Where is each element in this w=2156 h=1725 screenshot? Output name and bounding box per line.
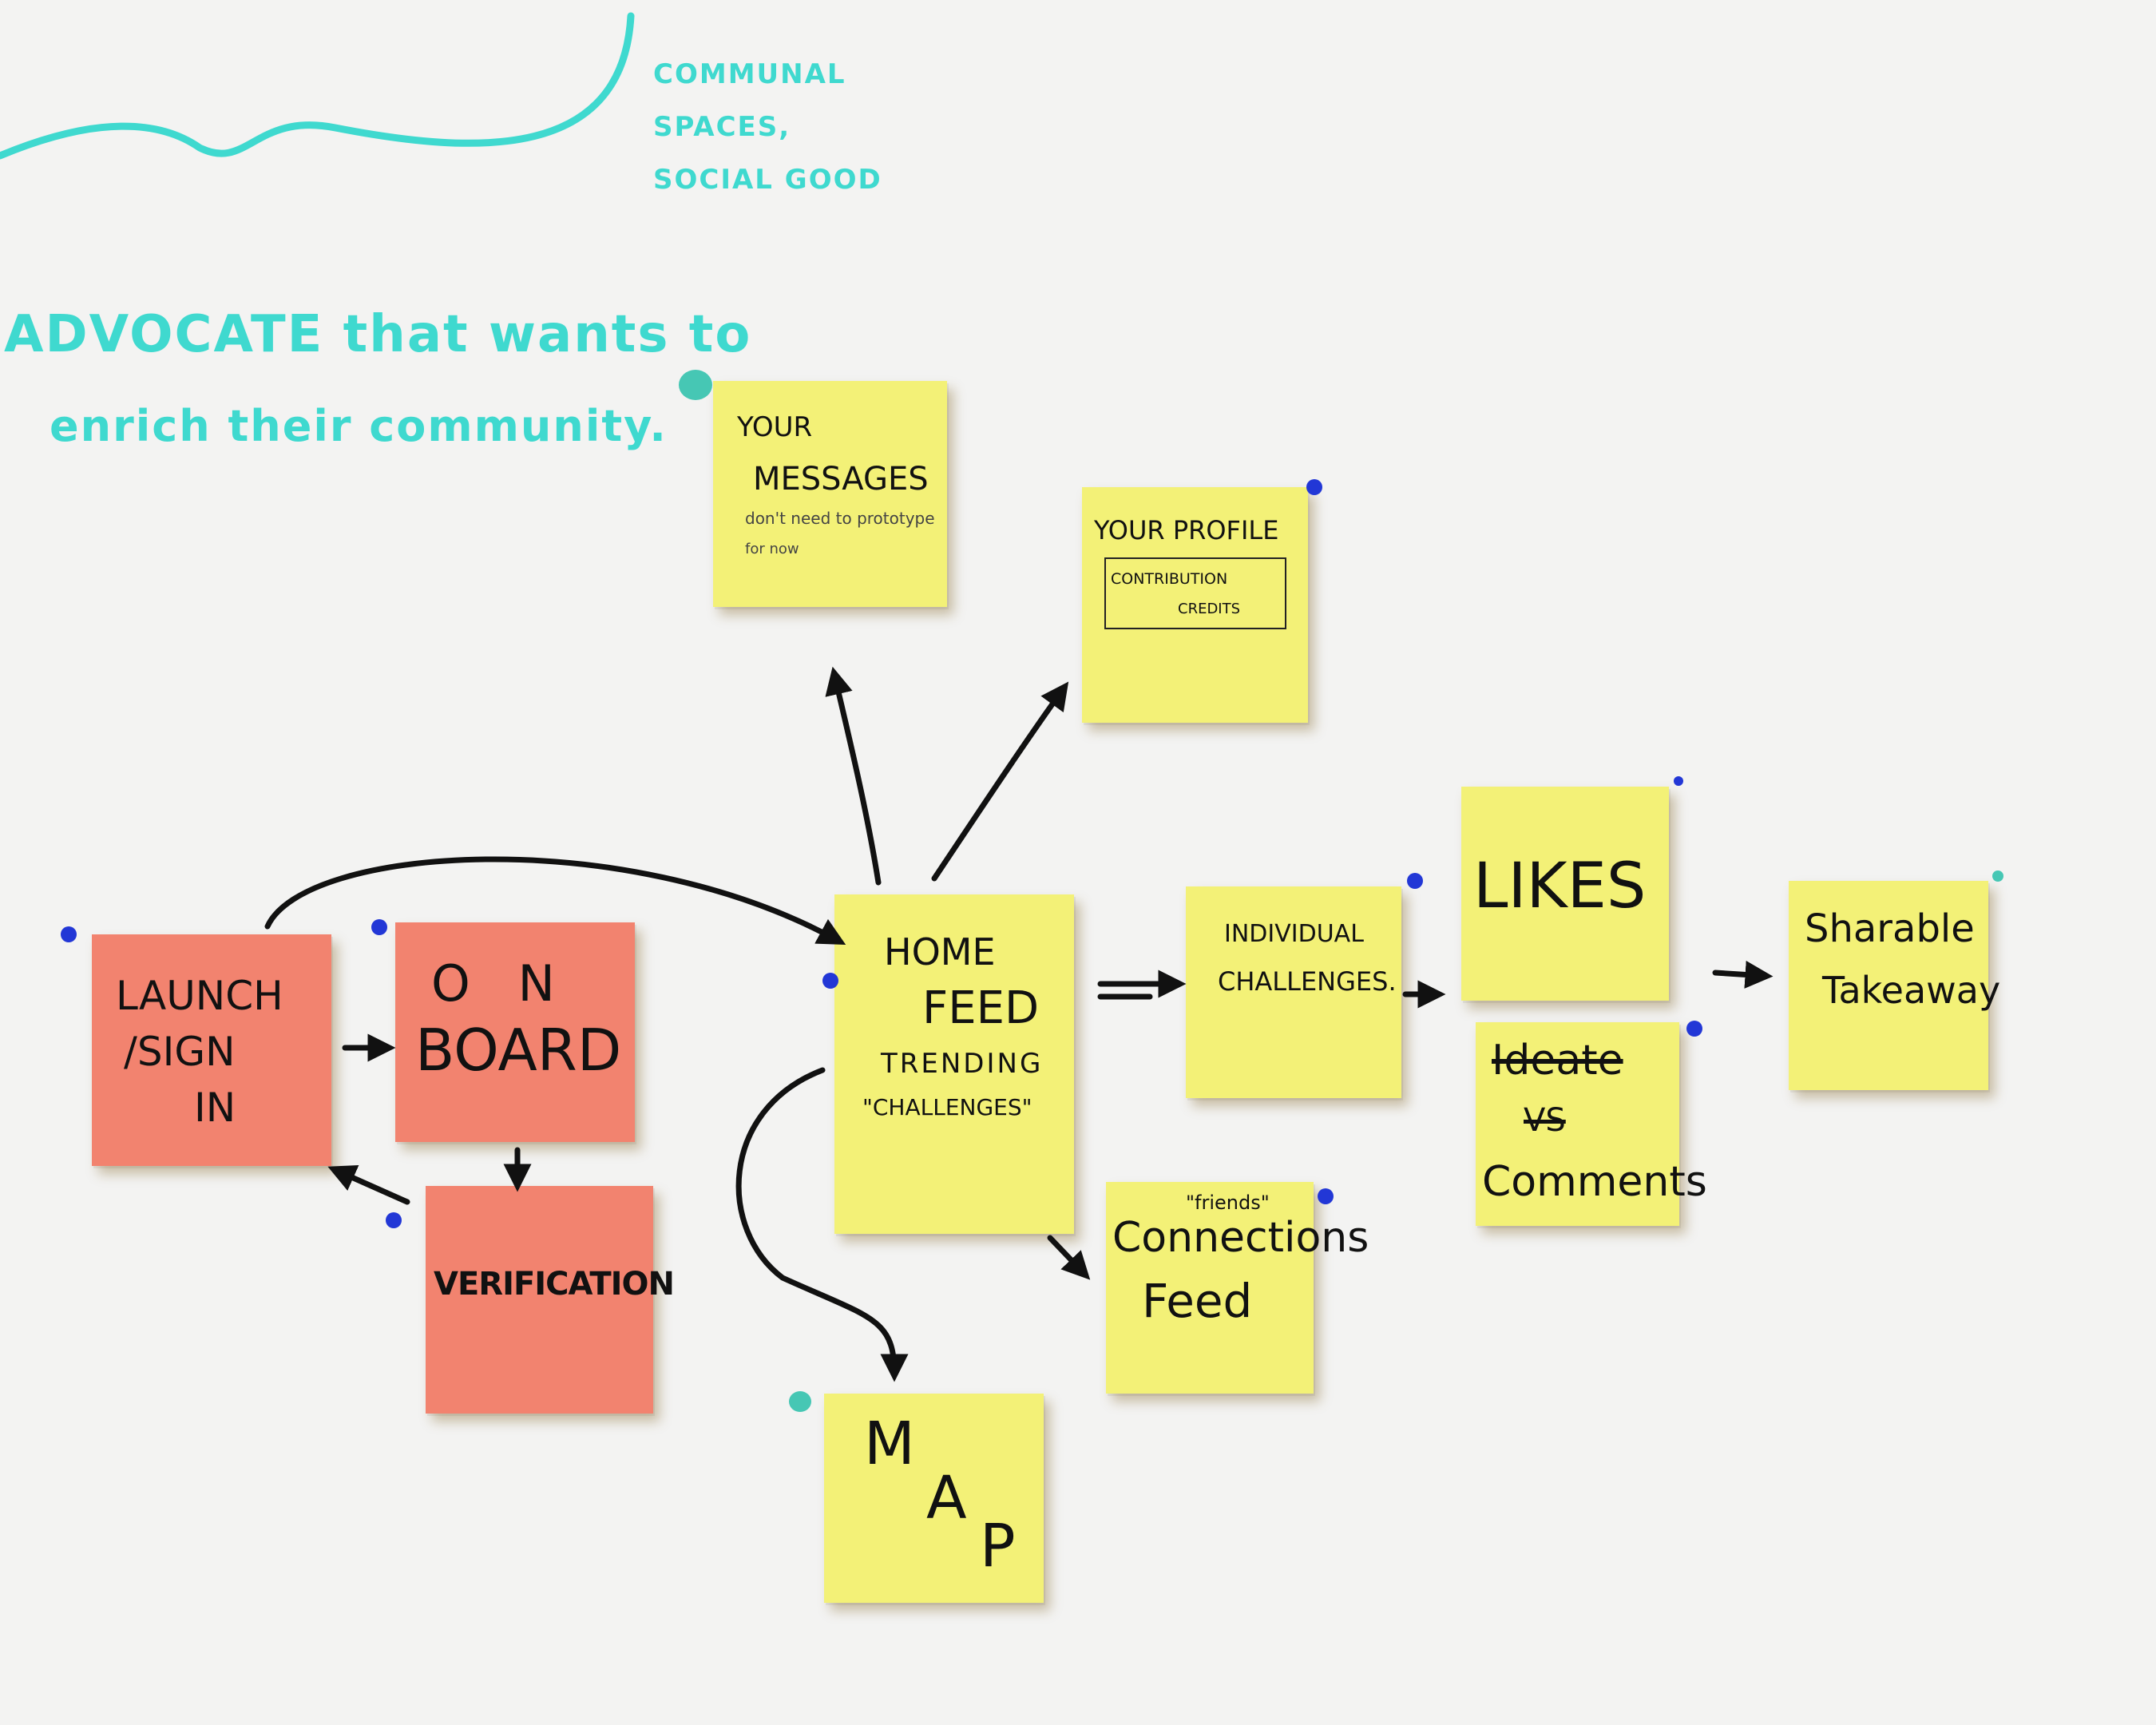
note-profile-title: YOUR PROFILE (1094, 515, 1279, 545)
dot-map (789, 1391, 811, 1412)
arrow-verification-to-launch (327, 1164, 410, 1205)
dot-comments (1686, 1021, 1702, 1037)
note-your-messages: YOUR MESSAGES don't need to prototype fo… (713, 381, 947, 607)
dot-messages (679, 370, 712, 400)
note-launch-sign-in: LAUNCH /SIGN IN (92, 934, 331, 1166)
note-home-feed-text-2: FEED (922, 982, 1040, 1034)
dot-individual (1407, 873, 1423, 889)
dot-home-feed (822, 973, 838, 989)
note-profile-box-text-2: CREDITS (1178, 601, 1241, 617)
arrow-homefeed-to-messages (825, 666, 882, 886)
dot-profile (1306, 479, 1322, 495)
arrow-likes-to-takeaway (1712, 960, 1774, 989)
annotation-communal-spaces: COMMUNAL SPACES, SOCIAL GOOD (653, 58, 882, 196)
note-map-letter-a: A (926, 1464, 967, 1533)
note-individual-text-2: CHALLENGES. (1218, 966, 1397, 997)
note-individual-challenges: INDIVIDUAL CHALLENGES. (1186, 886, 1401, 1098)
note-likes: LIKES (1461, 787, 1669, 1001)
note-sharable-takeaway: Sharable Takeaway (1789, 881, 2000, 1090)
note-onboard: O N BOARD (395, 922, 635, 1142)
note-comments-text: Comments (1482, 1158, 1707, 1206)
note-messages-subtext-2: for now (745, 541, 799, 557)
dot-connections (1318, 1188, 1334, 1204)
note-map-letter-m: M (864, 1410, 915, 1478)
dot-takeaway (1992, 870, 2003, 882)
note-onboard-text-1: O N (431, 954, 571, 1013)
note-connections-text-2: Feed (1142, 1274, 1253, 1328)
note-messages-text-1: YOUR (737, 411, 813, 443)
note-home-feed: HOME FEED TRENDING "CHALLENGES" (834, 894, 1074, 1234)
note-map: M A P (824, 1394, 1044, 1603)
note-verification: VERIFICATION (426, 1186, 675, 1414)
note-launch-text-3: IN (194, 1085, 236, 1131)
dot-verification (386, 1212, 402, 1228)
contribution-credits-box: CONTRIBUTION CREDITS (1104, 557, 1286, 629)
note-launch-text-2: /SIGN (124, 1029, 236, 1075)
dot-launch (61, 926, 77, 942)
note-comments-struck-1: Ideate (1492, 1037, 1623, 1085)
arrow-homefeed-to-connections (1047, 1235, 1091, 1280)
note-profile-box-text-1: CONTRIBUTION (1111, 570, 1228, 588)
note-your-profile: YOUR PROFILE CONTRIBUTION CREDITS (1082, 487, 1308, 723)
note-messages-text-2: MESSAGES (753, 461, 929, 498)
dot-likes (1674, 776, 1683, 786)
note-comments-struck-2: VS (1524, 1102, 1566, 1139)
note-takeaway-text-1: Sharable (1805, 906, 1975, 951)
note-connections-text-1: Connections (1112, 1214, 1369, 1262)
note-launch-text-1: LAUNCH (116, 973, 283, 1019)
note-verification-text: VERIFICATION (434, 1266, 675, 1303)
persona-line-2: enrich their community. (50, 401, 668, 451)
persona-line-1: ADVOCATE that wants to (4, 305, 752, 364)
dot-onboard (371, 919, 387, 935)
note-takeaway-text-2: Takeaway (1822, 969, 2001, 1012)
note-individual-text-1: INDIVIDUAL (1224, 920, 1364, 948)
note-connections-feed: "friends" Connections Feed (1106, 1182, 1369, 1394)
note-connections-small: "friends" (1186, 1192, 1270, 1214)
note-onboard-text-2: BOARD (415, 1017, 622, 1084)
note-home-feed-text-1: HOME (884, 930, 996, 974)
note-comments: Ideate VS Comments (1476, 1022, 1707, 1226)
arrow-homefeed-to-profile (931, 681, 1069, 882)
note-map-letter-p: P (980, 1512, 1016, 1580)
note-likes-text: LIKES (1473, 851, 1647, 922)
note-messages-subtext-1: don't need to prototype (745, 509, 935, 528)
note-home-feed-text-4: "CHALLENGES" (862, 1094, 1032, 1120)
note-home-feed-text-3: TRENDING (881, 1048, 1044, 1080)
